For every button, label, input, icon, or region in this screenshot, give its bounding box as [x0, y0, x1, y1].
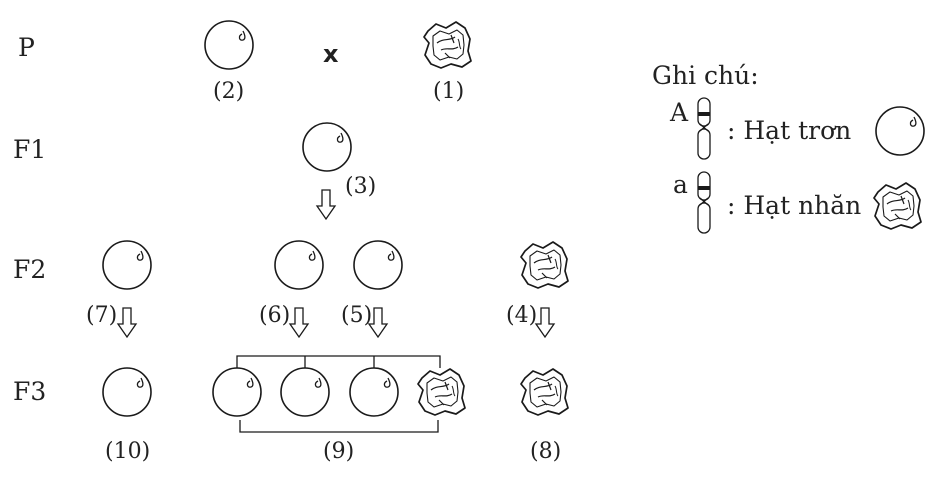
smooth-legend-text: : Hạt trơn — [727, 116, 851, 145]
smooth-seed-icon — [212, 367, 262, 417]
down-arrow-icon — [289, 307, 309, 338]
cross-symbol: x — [323, 40, 339, 68]
smooth-seed-icon — [102, 240, 152, 290]
wrinkled-seed-icon — [520, 241, 569, 289]
label-5: (5) — [341, 303, 372, 328]
smooth-seed-icon — [875, 106, 925, 156]
smooth-seed-icon — [204, 20, 254, 70]
wrinkled-seed-icon — [520, 368, 569, 416]
label-8: (8) — [530, 439, 561, 464]
smooth-seed-icon — [302, 122, 352, 172]
wrinkled-legend-text: : Hạt nhăn — [727, 191, 861, 220]
gene-locus-marker — [698, 112, 710, 116]
label-9: (9) — [323, 439, 354, 464]
down-arrow-icon — [316, 189, 336, 220]
legend-title: Ghi chú: — [652, 61, 759, 90]
offspring-bracket-top — [236, 355, 441, 368]
legend: Ghi chú: A : Hạt trơn a : Hạt nhăn — [652, 61, 925, 234]
down-arrow-icon — [117, 307, 137, 338]
generation-label-f1: F1 — [13, 135, 46, 164]
chromosome-icon — [697, 171, 711, 234]
smooth-seed-icon — [349, 367, 399, 417]
wrinkled-seed-icon — [873, 182, 922, 230]
allele-dominant-label: A — [669, 98, 689, 127]
label-1: (1) — [433, 79, 464, 104]
label-6: (6) — [259, 303, 290, 328]
wrinkled-seed-icon — [423, 21, 472, 69]
smooth-seed-icon — [280, 367, 330, 417]
wrinkled-seed-icon — [417, 368, 466, 416]
allele-recessive-label: a — [673, 170, 688, 199]
generation-label-f2: F2 — [13, 255, 46, 284]
generation-label-p: P — [18, 33, 35, 62]
label-3: (3) — [345, 174, 376, 199]
smooth-seed-icon — [274, 240, 324, 290]
offspring-bracket-bottom — [239, 420, 439, 433]
label-2: (2) — [213, 79, 244, 104]
smooth-seed-icon — [102, 367, 152, 417]
label-7: (7) — [86, 303, 117, 328]
chromosome-icon — [697, 97, 711, 160]
down-arrow-icon — [535, 307, 555, 338]
label-4: (4) — [506, 303, 537, 328]
smooth-seed-icon — [353, 240, 403, 290]
generation-label-f3: F3 — [13, 377, 46, 406]
gene-locus-marker — [698, 186, 710, 190]
label-10: (10) — [105, 439, 150, 464]
